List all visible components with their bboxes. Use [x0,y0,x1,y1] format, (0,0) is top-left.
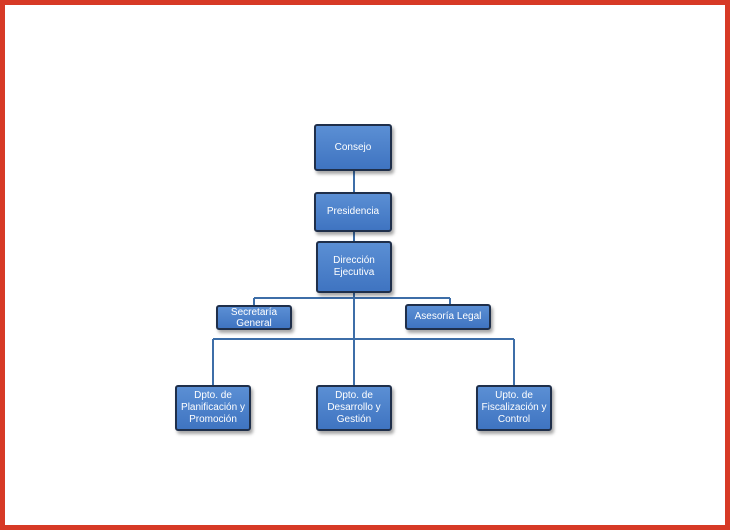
node-dpto-fiscalizacion: Upto. de Fiscalización y Control [476,385,552,431]
node-label: Dpto. de Planificación y Promoción [181,390,245,425]
node-presidencia: Presidencia [314,192,392,232]
node-label: Upto. de Fiscalización y Control [481,390,547,425]
node-label: Asesoría Legal [414,311,482,322]
node-consejo: Consejo [314,124,392,171]
node-label: Secretaría General [230,306,278,329]
node-direccion-ejecutiva: Dirección Ejecutiva [316,241,392,293]
node-label: Presidencia [326,206,380,217]
node-label: Dirección Ejecutiva [333,255,375,278]
node-secretaria-general: Secretaría General [216,305,292,330]
node-asesoria-legal: Asesoría Legal [405,304,491,330]
node-dpto-planificacion: Dpto. de Planificación y Promoción [175,385,251,431]
node-label: Dpto. de Desarrollo y Gestión [327,390,381,425]
node-label: Consejo [334,141,372,153]
node-dpto-desarrollo: Dpto. de Desarrollo y Gestión [316,385,392,431]
